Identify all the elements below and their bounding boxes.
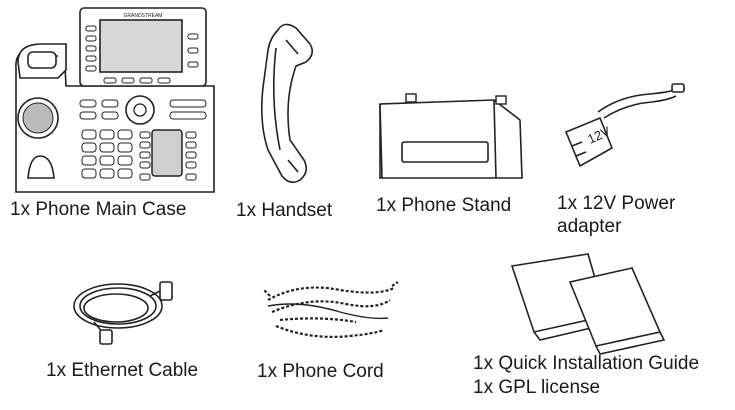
ethernet-cable-label: 1x Ethernet Cable	[46, 360, 199, 381]
power-adapter-label-line1: 1x 12V Power	[557, 193, 676, 214]
phone-cord-label: 1x Phone Cord	[257, 361, 384, 382]
quick-guide-label: 1x Quick Installation Guide	[473, 353, 700, 374]
handset-label: 1x Handset	[236, 200, 333, 221]
brand-text: GRANDSTREAM	[124, 13, 163, 19]
phone-main-case-label: 1x Phone Main Case	[10, 199, 187, 220]
power-adapter-label-line2: adapter	[557, 216, 622, 237]
gpl-license-label: 1x GPL license	[473, 377, 601, 398]
phone-stand-label: 1x Phone Stand	[376, 195, 512, 216]
